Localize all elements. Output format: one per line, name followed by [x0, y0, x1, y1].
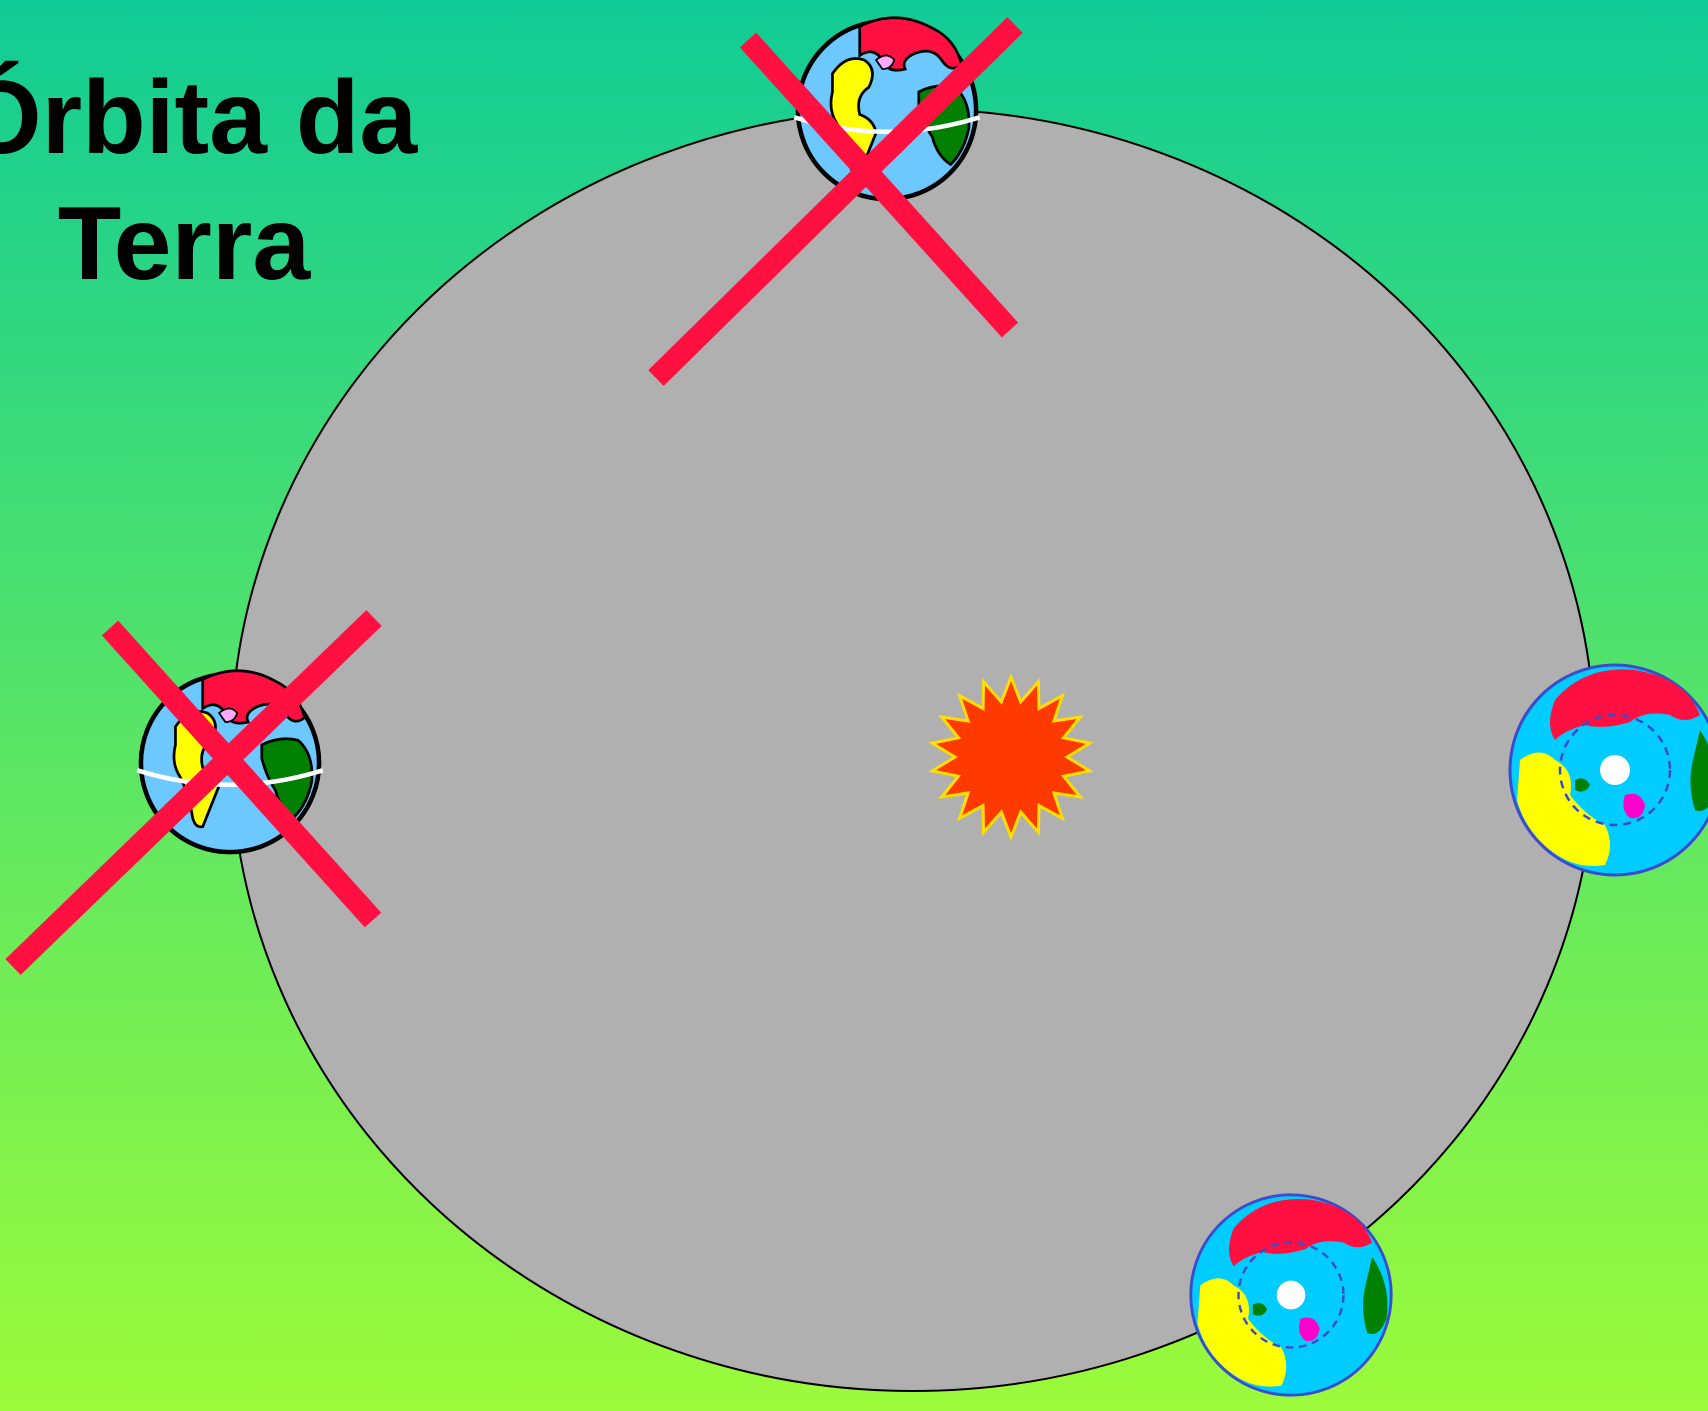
title-line-1: Órbita da	[0, 60, 418, 176]
orbit-ellipse	[231, 109, 1595, 1391]
earth-right-icon	[1510, 665, 1708, 875]
earth-bottom-right-icon	[1191, 1195, 1391, 1395]
title-line-2: Terra	[58, 186, 312, 302]
